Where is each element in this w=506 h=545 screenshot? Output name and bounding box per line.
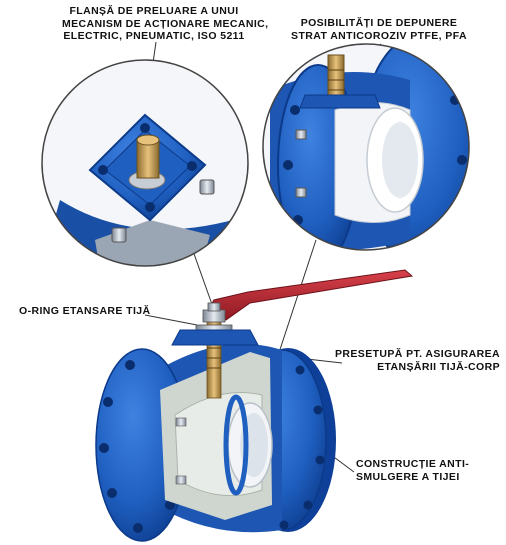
label-oring: O-RING ETANSARE TIJĂ <box>19 305 150 318</box>
label-gland: PRESETUPĂ PT. ASIGURAREA ETANȘĂRII TIJĂ-… <box>330 348 500 373</box>
label-flange-line-1: FLANȘĂ DE PRELUARE A UNUI <box>69 5 239 17</box>
label-oring-line-1: O-RING ETANSARE TIJĂ <box>19 305 151 317</box>
label-coating-line-1: POSIBILITĂȚI DE DEPUNERE <box>300 17 458 29</box>
label-flange-line-2: MECANISM DE ACȚIONARE MECANIC, <box>62 17 269 30</box>
label-antiblowout-line-2: SMULGERE A TIJEI <box>356 470 460 483</box>
ptfe-lined-body-icon <box>262 43 470 251</box>
leader-oring <box>144 314 198 326</box>
label-antiblowout: CONSTRUCȚIE ANTI- SMULGERE A TIJEI <box>356 458 469 483</box>
label-flange: FLANȘĂ DE PRELUARE A UNUI MECANISM DE AC… <box>62 5 269 43</box>
mounting-flange-icon <box>41 59 249 267</box>
label-gland-line-1: PRESETUPĂ PT. ASIGURAREA <box>335 348 500 360</box>
label-coating-line-2: STRAT ANTICOROZIV PTFE, PFA <box>291 29 467 42</box>
label-antiblowout-line-1: CONSTRUCȚIE ANTI- <box>356 458 470 470</box>
label-coating: POSIBILITĂȚI DE DEPUNERE STRAT ANTICOROZ… <box>284 17 474 42</box>
zoom-connector-left <box>192 250 215 311</box>
main-valve <box>95 269 414 542</box>
label-flange-line-3: ELECTRIC, PNEUMATIC, ISO 5211 <box>63 30 245 42</box>
label-gland-line-2: ETANȘĂRII TIJĂ-CORP <box>377 360 500 373</box>
